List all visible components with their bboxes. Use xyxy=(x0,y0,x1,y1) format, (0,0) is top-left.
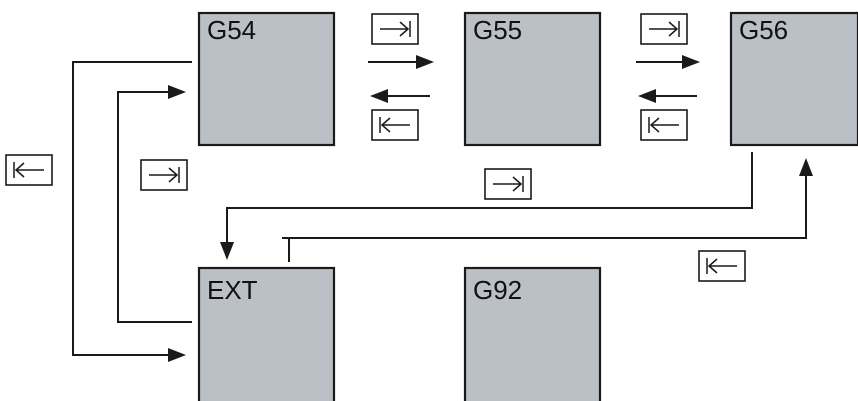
offset-box-ext: EXT xyxy=(197,266,336,401)
tab-backward-key-icon xyxy=(5,154,53,186)
tab-backward-key-icon xyxy=(698,250,746,282)
offset-box-g56: G56 xyxy=(729,11,858,147)
offset-box-label: G54 xyxy=(207,15,256,45)
offset-box-g54: G54 xyxy=(197,11,336,147)
tab-forward-key-icon xyxy=(484,168,532,200)
tab-forward-key-icon xyxy=(371,13,419,45)
tab-backward-key-icon xyxy=(371,109,419,141)
offset-box-label: EXT xyxy=(207,275,258,305)
offset-box-g55: G55 xyxy=(463,11,602,147)
tab-backward-key-icon xyxy=(640,109,688,141)
arrow-g55-to-g54 xyxy=(370,89,430,103)
tab-forward-key-icon xyxy=(640,13,688,45)
arrow-g54-to-g55 xyxy=(368,55,434,69)
arrow-ext-to-g54 xyxy=(117,85,192,323)
offset-box-label: G56 xyxy=(739,15,788,45)
tab-forward-key-icon xyxy=(140,159,188,191)
offset-box-label: G55 xyxy=(473,15,522,45)
arrow-g55-to-g56 xyxy=(636,55,700,69)
offset-box-g92: G92 xyxy=(463,266,602,401)
arrow-ext-to-g56 xyxy=(282,158,813,262)
arrow-g56-to-g55 xyxy=(638,89,697,103)
offset-box-label: G92 xyxy=(473,275,522,305)
arrow-g54-to-ext xyxy=(72,61,192,362)
arrow-g56-to-ext xyxy=(220,152,753,260)
